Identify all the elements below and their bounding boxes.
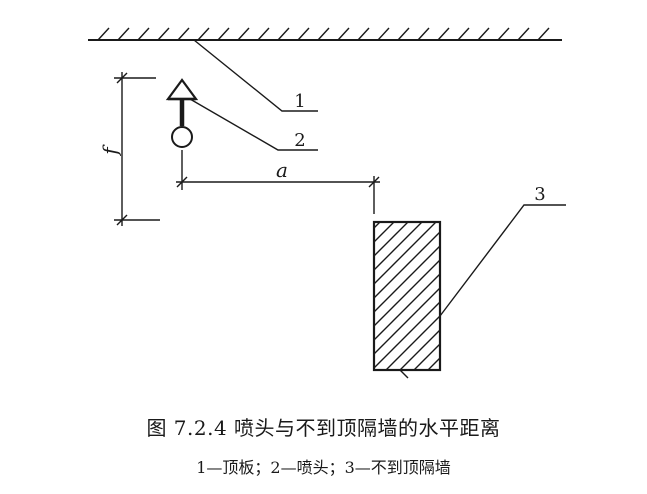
dimension-f bbox=[114, 72, 160, 226]
leader-2 bbox=[189, 98, 318, 151]
leader-3 bbox=[439, 204, 566, 317]
figure-legend: 1—顶板；2—喷头；3—不到顶隔墙 bbox=[196, 458, 451, 477]
dimension-a bbox=[176, 150, 380, 214]
dimension-f-label: f bbox=[98, 144, 122, 157]
label-2: 2 bbox=[294, 130, 305, 151]
dimension-a-label: a bbox=[276, 158, 288, 182]
label-1: 1 bbox=[294, 91, 305, 112]
partition-wall bbox=[372, 220, 442, 379]
leader-1 bbox=[193, 39, 318, 112]
sprinkler-head bbox=[165, 78, 199, 148]
leader-lines bbox=[189, 39, 566, 317]
ceiling-slab bbox=[88, 27, 562, 41]
figure-caption: 图 7.2.4 喷头与不到顶隔墙的水平距离 bbox=[146, 416, 501, 440]
label-3: 3 bbox=[534, 184, 545, 205]
